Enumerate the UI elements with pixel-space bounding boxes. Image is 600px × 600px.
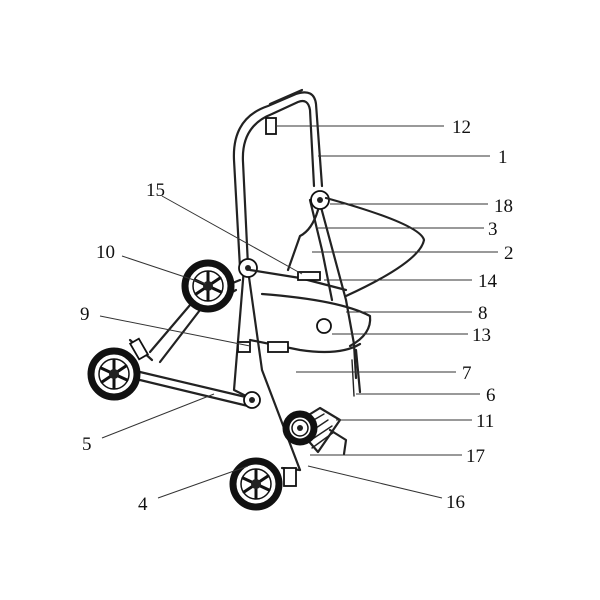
callout-11: 11 xyxy=(476,411,494,432)
clip-9 xyxy=(237,341,251,353)
leader-15 xyxy=(161,195,303,275)
wheel-front-left xyxy=(87,347,141,401)
brake-16 xyxy=(283,467,297,487)
caster-9 xyxy=(128,337,150,361)
callout-5: 5 xyxy=(82,434,92,455)
stroller-frame xyxy=(128,88,426,487)
handle-lock xyxy=(265,117,277,135)
wheel-rear-center xyxy=(282,410,318,446)
leader-4 xyxy=(157,465,249,499)
callout-18: 18 xyxy=(494,196,513,217)
leader-9 xyxy=(99,315,251,347)
leader-16 xyxy=(307,465,443,499)
callout-6: 6 xyxy=(486,385,496,406)
clip-14 xyxy=(297,271,321,281)
callout-16: 16 xyxy=(446,492,465,513)
leader-lines xyxy=(99,125,498,499)
callout-17: 17 xyxy=(466,446,485,467)
callout-15: 15 xyxy=(146,180,165,201)
callout-9: 9 xyxy=(80,304,90,325)
callout-10: 10 xyxy=(96,242,115,263)
leader-10 xyxy=(121,255,207,285)
callout-8: 8 xyxy=(478,303,488,324)
callout-2: 2 xyxy=(504,243,514,264)
callout-7: 7 xyxy=(462,363,472,384)
wheel-upper-left xyxy=(181,259,235,313)
callout-labels: 12 1 18 3 2 14 8 13 7 6 11 17 16 15 10 9… xyxy=(80,117,514,515)
seat-hinge xyxy=(316,318,332,334)
callout-3: 3 xyxy=(488,219,498,240)
leader-5 xyxy=(101,393,215,439)
callout-4: 4 xyxy=(138,494,148,515)
clip-7 xyxy=(267,341,289,353)
callout-12: 12 xyxy=(452,117,471,138)
wheel-front-bottom xyxy=(229,457,283,511)
callout-14: 14 xyxy=(478,271,498,292)
callout-1: 1 xyxy=(498,147,508,168)
callout-13: 13 xyxy=(472,325,491,346)
